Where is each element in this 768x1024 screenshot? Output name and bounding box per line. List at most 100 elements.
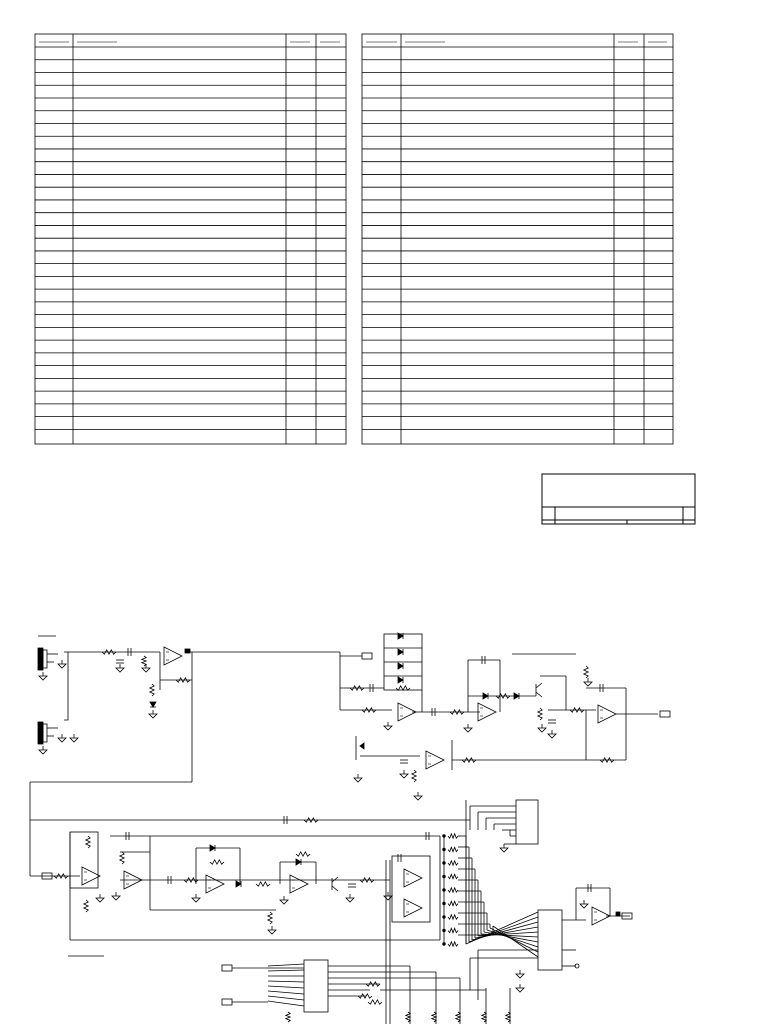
diode-symbol bbox=[397, 648, 404, 656]
resistor-symbol bbox=[209, 858, 225, 866]
test-point bbox=[184, 648, 191, 654]
bus-line bbox=[486, 929, 539, 948]
bus-line bbox=[474, 926, 539, 939]
op-amp-symbol bbox=[205, 874, 225, 894]
ground-symbol bbox=[191, 897, 201, 903]
bus-line bbox=[267, 985, 305, 989]
junction-dot bbox=[442, 834, 446, 838]
op-amp-symbol bbox=[425, 750, 445, 770]
resistor-symbol bbox=[148, 683, 156, 697]
resistor-symbol bbox=[255, 880, 271, 888]
resistor-symbol bbox=[53, 872, 69, 880]
diode-symbol bbox=[209, 844, 216, 852]
test-point bbox=[615, 911, 621, 917]
resistor-symbol bbox=[480, 1011, 488, 1023]
ground-symbol bbox=[383, 725, 393, 731]
resistor-symbol bbox=[183, 876, 199, 884]
bus-line bbox=[267, 995, 305, 1001]
resistor-symbol bbox=[266, 911, 274, 925]
resistor-symbol bbox=[536, 707, 544, 721]
op-amp-symbol bbox=[477, 702, 497, 722]
ground-symbol bbox=[413, 795, 423, 801]
bus-line bbox=[267, 980, 305, 983]
op-amp-symbol bbox=[289, 874, 309, 894]
input-stage-frame bbox=[69, 831, 99, 889]
resistor-symbol bbox=[140, 655, 148, 667]
resistor-symbol bbox=[367, 998, 383, 1006]
input-jack-body bbox=[37, 647, 44, 671]
resistor-symbol bbox=[395, 684, 411, 692]
junction-dot bbox=[442, 928, 446, 933]
ground-symbol bbox=[499, 847, 509, 853]
resistor-symbol bbox=[410, 769, 418, 783]
ground-symbol bbox=[57, 737, 67, 743]
schematic-wires bbox=[29, 633, 658, 1024]
resistor-symbol bbox=[447, 859, 459, 867]
junction-dot bbox=[442, 847, 446, 852]
resistor-symbol bbox=[447, 900, 459, 907]
ground-symbol bbox=[515, 973, 525, 979]
resistor-symbol bbox=[82, 899, 90, 913]
resistor-symbol bbox=[599, 756, 615, 764]
input-jack-sleeve bbox=[42, 649, 48, 669]
schematic-components bbox=[37, 632, 671, 1023]
resistor-symbol bbox=[495, 692, 511, 700]
input-jack-sleeve bbox=[42, 723, 48, 743]
multiplexer-ic bbox=[537, 909, 563, 971]
potentiometer-wiper bbox=[359, 742, 365, 750]
bus-line bbox=[267, 969, 305, 972]
resistor-symbol bbox=[447, 873, 459, 880]
ground-symbol bbox=[141, 667, 151, 673]
bus-line bbox=[480, 933, 539, 938]
resistor-symbol bbox=[404, 1011, 412, 1023]
filter-frame bbox=[391, 855, 431, 923]
ground-symbol bbox=[515, 987, 525, 993]
ground-symbol bbox=[383, 895, 393, 901]
junction-dot bbox=[442, 901, 446, 906]
resistor-symbol bbox=[449, 708, 465, 716]
junction-dot bbox=[442, 861, 446, 865]
resistor-symbol bbox=[284, 1011, 292, 1023]
resistor-symbol bbox=[447, 832, 459, 840]
ground-symbol bbox=[345, 897, 355, 903]
table-frame bbox=[34, 33, 347, 445]
transistor-emitter bbox=[331, 885, 339, 892]
diode-symbol bbox=[397, 676, 404, 684]
ground-symbol bbox=[279, 899, 289, 905]
resistor-symbol bbox=[84, 835, 92, 849]
resistor-symbol bbox=[295, 850, 311, 858]
title-block bbox=[541, 473, 696, 525]
ground-symbol bbox=[463, 727, 473, 733]
junction-dot bbox=[442, 915, 446, 919]
bus-line bbox=[471, 921, 539, 941]
ground-symbol bbox=[267, 929, 277, 935]
ground-symbol bbox=[537, 727, 547, 733]
resistor-symbol bbox=[461, 756, 477, 764]
resistor-symbol bbox=[359, 876, 375, 884]
resistor-symbol bbox=[118, 851, 126, 865]
diode-symbol bbox=[149, 701, 157, 708]
resistor-symbol bbox=[303, 816, 319, 824]
ground-symbol bbox=[111, 895, 121, 901]
junction-dot bbox=[442, 942, 446, 946]
ground-symbol bbox=[399, 773, 409, 779]
resistor-symbol bbox=[582, 665, 590, 679]
resistor-symbol bbox=[349, 684, 365, 692]
decoder-ic bbox=[303, 959, 329, 1013]
diode-symbol bbox=[295, 858, 302, 866]
parts-list-table-right bbox=[361, 33, 674, 445]
wire bbox=[64, 651, 69, 721]
op-amp-symbol bbox=[163, 646, 183, 666]
connector-terminal bbox=[361, 652, 373, 660]
bus-line bbox=[492, 925, 539, 958]
resistor-symbol bbox=[101, 648, 117, 656]
resistor-symbol bbox=[361, 706, 377, 714]
ground-symbol bbox=[547, 733, 557, 739]
junction-dot bbox=[442, 888, 446, 892]
ground-symbol bbox=[95, 897, 105, 903]
op-amp-symbol bbox=[597, 704, 617, 724]
resistor-symbol bbox=[447, 913, 459, 921]
junction-dot bbox=[442, 874, 446, 879]
